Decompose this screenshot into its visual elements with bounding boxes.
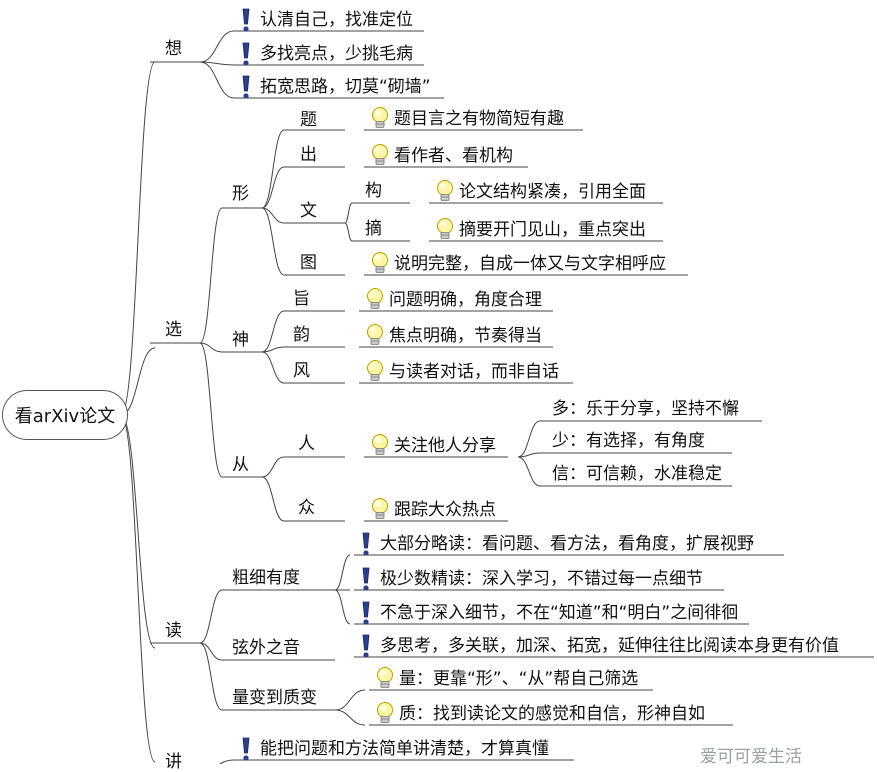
node-label[interactable]: 弦外之音 — [232, 638, 300, 658]
leaf-text[interactable]: 焦点明确，节奏得当 — [389, 326, 542, 346]
sub-branch-line — [334, 554, 351, 591]
sub-branch-line — [199, 30, 235, 63]
sub-branch-line — [261, 456, 285, 478]
sub-branch-line — [199, 342, 223, 478]
sub-branch-line — [199, 642, 223, 661]
leaf-text[interactable]: 多找亮点，少挑毛病 — [260, 44, 413, 64]
leaf-text[interactable]: 看作者、看机构 — [394, 146, 513, 166]
exclamation-icon — [360, 531, 372, 561]
lightbulb-icon — [365, 359, 385, 387]
lightbulb-icon — [435, 179, 455, 207]
sub-branch-line — [261, 346, 285, 353]
leaf-text[interactable]: 量：更靠“形”、“从”帮自己筛选 — [399, 669, 639, 689]
node-label[interactable]: 图 — [300, 253, 317, 273]
node-label[interactable]: 旨 — [293, 289, 310, 309]
lightbulb-icon — [365, 287, 385, 315]
lightbulb-icon — [370, 497, 390, 525]
sub-branch-line — [199, 642, 223, 711]
branch-du[interactable]: 读 — [165, 621, 182, 641]
sub-branch-line — [334, 589, 351, 625]
sub-branch-line — [261, 207, 285, 224]
exclamation-icon — [240, 41, 252, 71]
sub-branch-line — [261, 207, 285, 276]
node-label[interactable]: 题 — [300, 110, 317, 130]
node-label[interactable]: 形 — [232, 184, 249, 204]
watermark: 爱可可爱生活 — [700, 747, 802, 767]
sub-branch-line — [261, 166, 285, 209]
lightbulb-icon — [370, 433, 390, 461]
node-label[interactable]: 神 — [232, 330, 249, 350]
node-label[interactable]: 文 — [300, 201, 317, 221]
sub-branch-line — [334, 709, 366, 726]
leaf-text[interactable]: 与读者对话，而非自话 — [389, 362, 559, 382]
sub-branch-line — [199, 342, 223, 353]
exclamation-icon — [240, 74, 252, 104]
leaf-text[interactable]: 能把问题和方法简单讲清楚，才算真懂 — [260, 739, 549, 759]
root-label: 看arXiv论文 — [14, 406, 116, 427]
exclamation-icon — [240, 7, 252, 37]
leaf-text[interactable]: 极少数精读：深入学习，不错过每一点细节 — [380, 569, 703, 589]
root-node[interactable]: 看arXiv论文 — [2, 390, 128, 440]
sub-branch-line — [199, 207, 223, 344]
exclamation-icon — [240, 736, 252, 766]
lightbulb-icon — [370, 251, 390, 279]
leaf-text[interactable]: 少：有选择，有角度 — [552, 431, 705, 451]
sub-branch-line — [344, 222, 353, 242]
lightbulb-icon — [375, 701, 395, 729]
leaf-text[interactable]: 信：可信赖，水准稳定 — [552, 464, 722, 484]
node-label[interactable]: 量变到质变 — [232, 688, 317, 708]
exclamation-icon — [360, 600, 372, 630]
sub-branch-line — [199, 61, 235, 99]
lightbulb-icon — [435, 217, 455, 245]
node-label[interactable]: 出 — [300, 145, 317, 165]
lightbulb-icon — [370, 143, 390, 171]
branch-xuan[interactable]: 选 — [165, 320, 182, 340]
node-label[interactable]: 人 — [298, 434, 315, 454]
node-label[interactable]: 粗细有度 — [232, 568, 300, 588]
node-label[interactable]: 风 — [293, 361, 310, 381]
node-label[interactable]: 韵 — [293, 325, 310, 345]
sub-branch-line — [199, 61, 235, 66]
sub-branch-line — [261, 129, 285, 209]
leaf-text[interactable]: 论文结构紧凑，引用全面 — [459, 182, 646, 202]
sub-branch-line — [334, 689, 366, 711]
lightbulb-icon — [375, 666, 395, 694]
leaf-text[interactable]: 题目言之有物简短有趣 — [394, 109, 564, 129]
sub-branch-line — [199, 589, 223, 644]
leaf-text[interactable]: 大部分略读：看问题、看方法，看角度，扩展视野 — [380, 534, 754, 554]
leaf-text[interactable]: 跟踪大众热点 — [394, 500, 496, 520]
node-label[interactable]: 构 — [365, 181, 382, 201]
leaf-text[interactable]: 认清自己，找准定位 — [260, 10, 413, 30]
leaf-text[interactable]: 问题明确，角度合理 — [389, 290, 542, 310]
main-branch-line — [120, 414, 156, 763]
sub-branch-line — [517, 456, 541, 487]
branch-xiang[interactable]: 想 — [165, 39, 182, 59]
sub-branch-line — [219, 759, 235, 764]
leaf-text[interactable]: 多思考，多关联，加深、拓宽，延伸往往比阅读本身更有价值 — [380, 636, 839, 656]
leaf-text[interactable]: 关注他人分享 — [394, 436, 496, 456]
lightbulb-icon — [365, 323, 385, 351]
leaf-text[interactable]: 多：乐于分享，坚持不懈 — [552, 399, 739, 419]
node-label[interactable]: 从 — [232, 455, 249, 475]
leaf-text[interactable]: 质：找到读论文的感觉和自信，形神自如 — [399, 704, 705, 724]
sub-branch-line — [261, 351, 285, 384]
leaf-text[interactable]: 摘要开门见山，重点突出 — [459, 220, 646, 240]
main-branch-line — [120, 61, 156, 416]
leaf-text[interactable]: 不急于深入细节，不在“知道”和“明白”之间徘徊 — [380, 603, 739, 623]
sub-branch-line — [517, 420, 541, 458]
sub-branch-line — [517, 452, 541, 458]
node-label[interactable]: 摘 — [365, 219, 382, 239]
branch-jiang[interactable]: 讲 — [165, 752, 182, 772]
exclamation-icon — [360, 566, 372, 596]
sub-branch-line — [344, 202, 353, 224]
node-label[interactable]: 众 — [298, 498, 315, 518]
exclamation-icon — [360, 633, 372, 663]
sub-branch-line — [261, 310, 285, 353]
leaf-text[interactable]: 拓宽思路，切莫“砌墙” — [260, 77, 431, 97]
lightbulb-icon — [370, 106, 390, 134]
leaf-text[interactable]: 说明完整，自成一体又与文字相呼应 — [394, 254, 666, 274]
main-branch-line — [120, 414, 156, 649]
sub-branch-line — [261, 476, 285, 522]
